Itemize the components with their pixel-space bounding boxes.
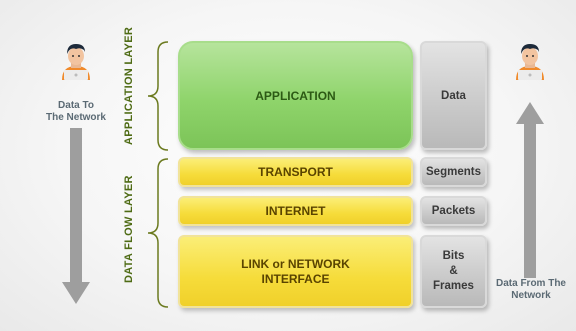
bits-frames-box: Bits & Frames bbox=[420, 235, 487, 308]
down-arrow-icon bbox=[60, 128, 92, 306]
packets-label: Packets bbox=[431, 205, 476, 217]
internet-box: INTERNET bbox=[178, 196, 413, 226]
data-box: Data bbox=[420, 41, 487, 150]
packets-box: Packets bbox=[420, 196, 487, 226]
internet-label: INTERNET bbox=[265, 204, 326, 218]
application-layer-bracket bbox=[147, 41, 169, 151]
person-laptop-icon bbox=[58, 40, 94, 80]
transport-box: TRANSPORT bbox=[178, 157, 413, 187]
link-label-line1: LINK or NETWORK bbox=[241, 256, 350, 271]
frames-label: Frames bbox=[433, 280, 474, 292]
person-laptop-icon bbox=[512, 40, 548, 80]
up-arrow-icon bbox=[514, 102, 546, 278]
left-label: Data To The Network bbox=[45, 100, 106, 123]
data-flow-layer-bracket bbox=[147, 158, 169, 308]
application-box: APPLICATION bbox=[178, 41, 413, 150]
application-label: APPLICATION bbox=[255, 88, 336, 103]
application-layer-label: APPLICATION LAYER bbox=[123, 26, 135, 145]
link-label-line2: INTERFACE bbox=[261, 271, 330, 286]
transport-label: TRANSPORT bbox=[258, 165, 333, 179]
data-label: Data bbox=[441, 89, 466, 102]
data-flow-layer-label: DATA FLOW LAYER bbox=[123, 175, 135, 283]
ampersand-label: & bbox=[449, 265, 458, 277]
bits-label: Bits bbox=[442, 250, 465, 262]
segments-label: Segments bbox=[426, 166, 481, 178]
right-label: Data From The Network bbox=[495, 278, 566, 301]
link-box: LINK or NETWORK INTERFACE bbox=[178, 235, 413, 308]
segments-box: Segments bbox=[420, 157, 487, 187]
